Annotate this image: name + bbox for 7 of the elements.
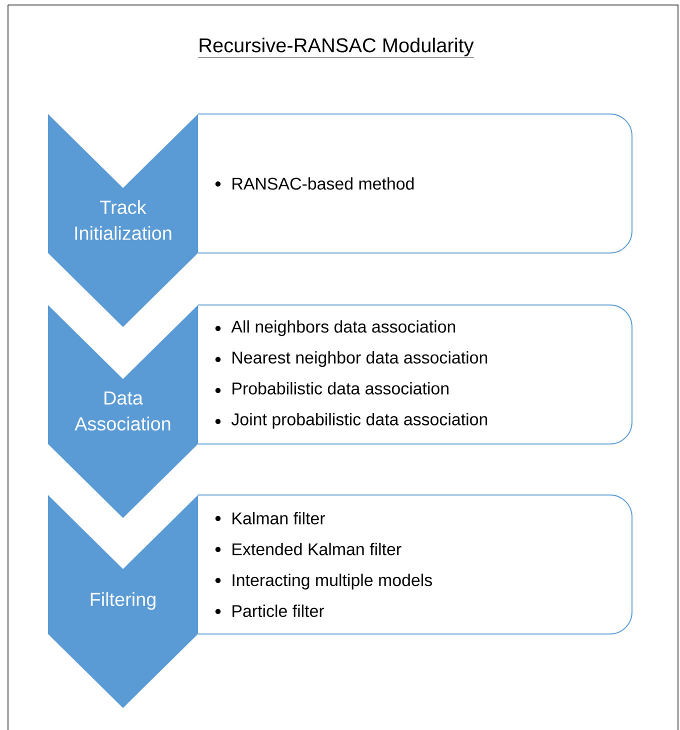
bullet-list-box: Kalman filter Extended Kalman filter Interacting multiple models Particle filter xyxy=(198,494,632,634)
bullet-list-box: RANSAC-based method xyxy=(198,114,632,254)
chevron-stage-band: Filtering xyxy=(48,495,198,708)
bullet-list-box: All neighbors data association Nearest neighbor data association Probabilistic data association Joint probabilistic data association xyxy=(198,304,632,444)
chevron-stage-band: Track Initialization xyxy=(48,114,198,327)
title: Recursive-RANSAC Modularity xyxy=(198,38,474,58)
chevron-stage-band: Data Association xyxy=(48,305,198,518)
